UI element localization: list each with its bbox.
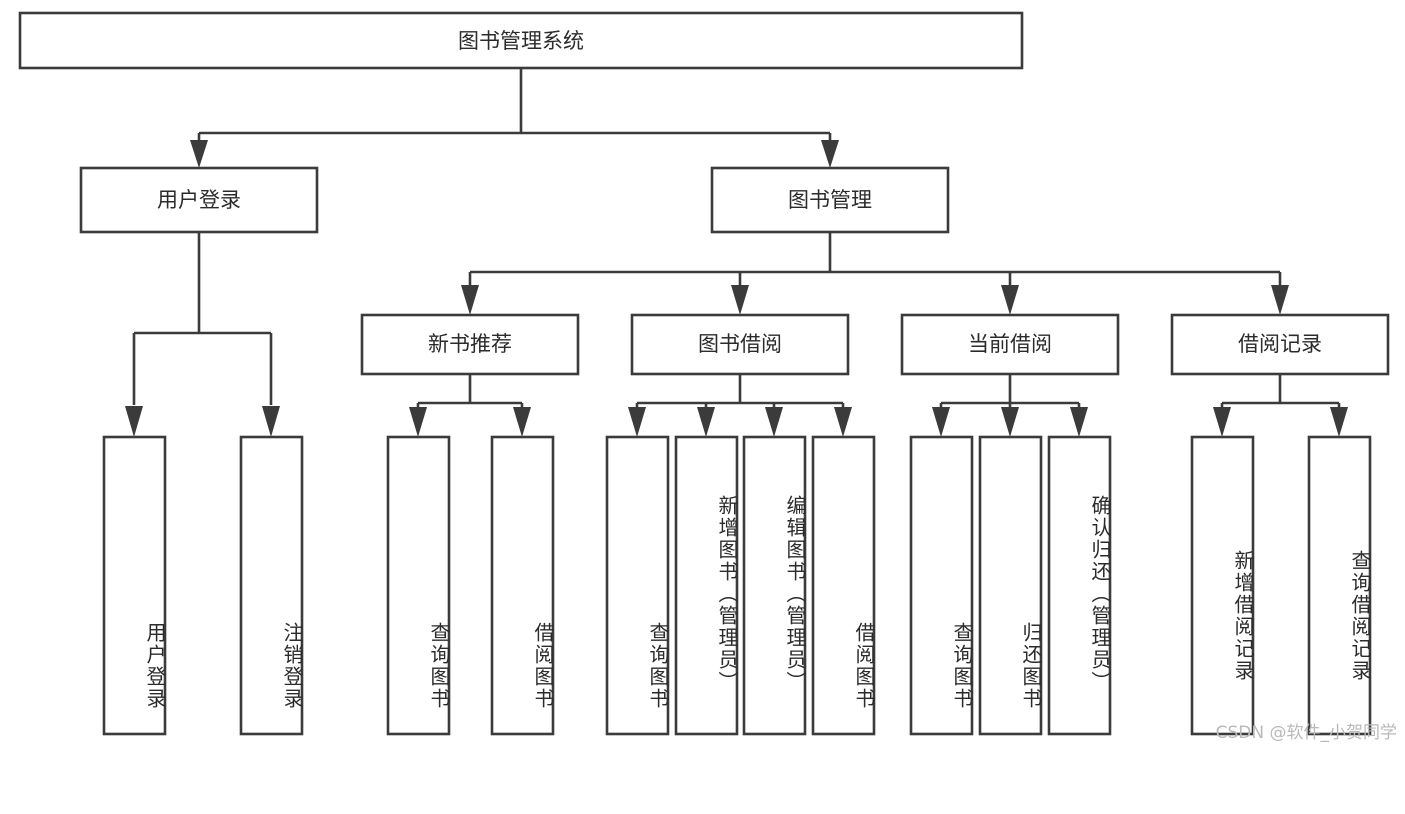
node-borrow-record-box[interactable] <box>1170 313 1390 376</box>
leaf-box-user-login[interactable] <box>102 435 167 736</box>
diagram-canvas: 图书管理系统 用户登录 图书管理 新书推荐 图书借阅 当前借阅 借阅记录 <box>18 11 1397 743</box>
connector-group <box>125 68 1348 437</box>
arrowhead-book-borrow <box>731 285 749 315</box>
leaf-box-add-book[interactable] <box>674 435 739 736</box>
arrowhead-leaf-borrow-book-2 <box>834 407 852 437</box>
arrowhead-leaf-return-book <box>1001 407 1019 437</box>
arrowhead-leaf-add-book <box>697 407 715 437</box>
arrowhead-user-login <box>190 140 208 168</box>
leaf-box-borrow-book-2[interactable] <box>811 435 876 736</box>
arrowhead-current-borrow <box>1001 285 1019 315</box>
node-root[interactable]: 图书管理系统 <box>18 11 1024 70</box>
node-book-manage-label: 图书管理 <box>788 188 872 212</box>
leaf-box-add-record[interactable] <box>1190 435 1255 736</box>
node-current-borrow[interactable]: 当前借阅 <box>900 313 1120 376</box>
arrowhead-leaf-confirm-return <box>1070 407 1088 437</box>
watermark-label: CSDN @软件_小贺同学 <box>1215 723 1397 743</box>
arrowhead-new-book-recommend <box>461 285 479 315</box>
node-user-login-box[interactable] <box>79 166 319 234</box>
node-new-book-recommend[interactable]: 新书推荐 <box>360 313 580 376</box>
node-current-borrow-label: 当前借阅 <box>968 332 1052 356</box>
arrowhead-leaf-borrow-book-1 <box>513 407 531 437</box>
node-current-borrow-box[interactable] <box>900 313 1120 376</box>
leaf-box-query-book-3[interactable] <box>909 435 974 736</box>
node-book-manage[interactable]: 图书管理 <box>710 166 950 234</box>
arrowhead-leaf-query-book-3 <box>932 407 950 437</box>
arrowhead-leaf-user-logout <box>262 406 280 437</box>
hierarchy-diagram-svg: 图书管理系统 用户登录 图书管理 新书推荐 图书借阅 当前借阅 借阅记录 <box>18 11 1390 736</box>
arrowhead-leaf-edit-book <box>765 407 783 437</box>
arrowhead-leaf-query-record <box>1330 407 1348 437</box>
node-new-book-recommend-box[interactable] <box>360 313 580 376</box>
arrowhead-leaf-query-book-2 <box>628 407 646 437</box>
leaf-box-user-logout[interactable] <box>239 435 304 736</box>
leaf-box-query-book-2[interactable] <box>605 435 670 736</box>
leaf-box-confirm-return[interactable] <box>1047 435 1112 736</box>
leaf-box-borrow-book-1[interactable] <box>490 435 555 736</box>
leaf-box-group <box>102 435 1372 736</box>
arrowhead-borrow-record <box>1271 285 1289 315</box>
node-root-box[interactable] <box>18 11 1024 70</box>
arrowhead-leaf-user-login <box>125 406 143 437</box>
node-user-login[interactable]: 用户登录 <box>79 166 319 234</box>
node-book-manage-box[interactable] <box>710 166 950 234</box>
leaf-box-query-record[interactable] <box>1307 435 1372 736</box>
node-root-label: 图书管理系统 <box>458 29 584 53</box>
node-borrow-record-label: 借阅记录 <box>1238 332 1322 356</box>
node-borrow-record[interactable]: 借阅记录 <box>1170 313 1390 376</box>
leaf-box-return-book[interactable] <box>978 435 1043 736</box>
node-user-login-label: 用户登录 <box>157 188 241 212</box>
leaf-box-edit-book[interactable] <box>742 435 807 736</box>
node-book-borrow-label: 图书借阅 <box>698 332 782 356</box>
node-new-book-recommend-label: 新书推荐 <box>428 332 512 356</box>
leaf-box-query-book-1[interactable] <box>386 435 451 736</box>
arrowhead-leaf-add-record <box>1213 407 1231 437</box>
node-book-borrow-box[interactable] <box>630 313 850 376</box>
arrowhead-book-manage <box>821 140 839 168</box>
node-book-borrow[interactable]: 图书借阅 <box>630 313 850 376</box>
arrowhead-leaf-query-book-1 <box>409 407 427 437</box>
